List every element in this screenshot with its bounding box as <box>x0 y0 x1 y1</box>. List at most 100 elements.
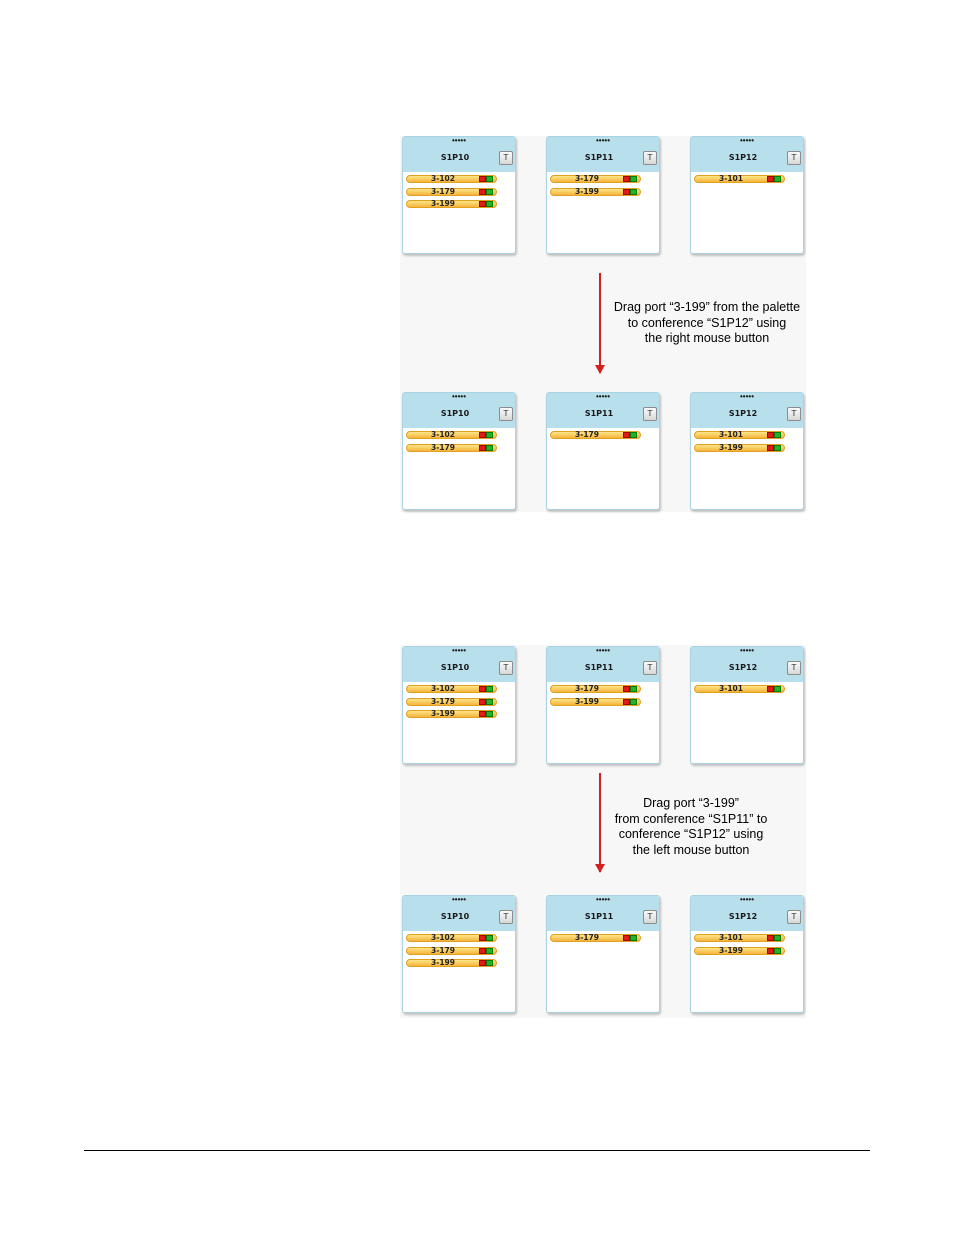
port-item[interactable]: 3-101 <box>694 685 785 693</box>
port-item[interactable]: 3-102 <box>406 431 497 439</box>
conference-header[interactable]: ••••• S1P11 T <box>547 393 659 428</box>
green-status-icon <box>630 686 637 692</box>
conference-header[interactable]: ••••• S1P12 T <box>691 393 803 428</box>
port-list: 3-179 <box>547 931 659 942</box>
port-item[interactable]: 3-102 <box>406 685 497 693</box>
t-button[interactable]: T <box>499 661 513 675</box>
port-item[interactable]: 3-102 <box>406 175 497 183</box>
red-status-icon <box>479 188 486 195</box>
drag-grip-icon[interactable]: ••••• <box>739 895 754 904</box>
drag-grip-icon[interactable]: ••••• <box>595 136 610 145</box>
conference-panel[interactable]: ••••• S1P11 T 3-179 <box>546 392 660 510</box>
t-button[interactable]: T <box>643 661 657 675</box>
port-label: 3-102 <box>431 430 455 439</box>
t-button[interactable]: T <box>643 910 657 924</box>
conference-panel[interactable]: ••••• S1P12 T 3-101 3-199 <box>690 392 804 510</box>
drag-grip-icon[interactable]: ••••• <box>595 895 610 904</box>
t-button[interactable]: T <box>643 151 657 165</box>
drag-grip-icon[interactable]: ••••• <box>739 136 754 145</box>
port-item[interactable]: 3-199 <box>406 710 497 719</box>
drag-grip-icon[interactable]: ••••• <box>451 392 466 401</box>
port-label: 3-101 <box>719 684 743 693</box>
green-status-icon <box>486 711 493 718</box>
drag-grip-icon[interactable]: ••••• <box>739 392 754 401</box>
port-label: 3-179 <box>431 696 455 706</box>
drag-grip-icon[interactable]: ••••• <box>451 895 466 904</box>
red-status-icon <box>479 711 486 718</box>
green-status-icon <box>486 176 493 182</box>
t-button[interactable]: T <box>499 151 513 165</box>
t-button[interactable]: T <box>643 407 657 421</box>
conference-title: S1P11 <box>584 409 614 418</box>
green-status-icon <box>774 935 781 941</box>
drag-grip-icon[interactable]: ••••• <box>451 136 466 145</box>
port-item[interactable]: 3-101 <box>694 175 785 183</box>
t-button[interactable]: T <box>787 151 801 165</box>
conference-title: S1P12 <box>728 663 758 672</box>
port-item[interactable]: 3-199 <box>406 199 497 209</box>
drag-grip-icon[interactable]: ••••• <box>451 646 466 655</box>
port-item[interactable]: 3-179 <box>406 946 497 955</box>
port-item[interactable]: 3-101 <box>694 431 785 439</box>
port-item[interactable]: 3-199 <box>694 443 785 452</box>
conference-title: S1P12 <box>728 153 758 162</box>
port-item[interactable]: 3-199 <box>550 697 641 706</box>
drag-grip-icon[interactable]: ••••• <box>595 392 610 401</box>
port-item[interactable]: 3-179 <box>550 685 641 693</box>
instruction-caption: Drag port “3-199”from conference “S1P11”… <box>591 796 791 858</box>
port-item[interactable]: 3-179 <box>406 187 497 196</box>
t-button[interactable]: T <box>787 407 801 421</box>
port-item[interactable]: 3-199 <box>550 187 641 196</box>
port-item[interactable]: 3-179 <box>550 431 641 439</box>
port-item[interactable]: 3-179 <box>550 934 641 942</box>
conference-title: S1P12 <box>728 409 758 418</box>
drag-grip-icon[interactable]: ••••• <box>739 646 754 655</box>
red-status-icon <box>479 947 486 954</box>
red-status-icon <box>479 444 486 451</box>
t-button[interactable]: T <box>787 661 801 675</box>
t-button[interactable]: T <box>499 910 513 924</box>
conference-header[interactable]: ••••• S1P12 T <box>691 647 803 682</box>
conference-panel[interactable]: ••••• S1P12 T 3-101 <box>690 136 804 254</box>
port-item[interactable]: 3-179 <box>550 175 641 183</box>
port-label: 3-179 <box>575 684 599 693</box>
port-item[interactable]: 3-179 <box>406 696 497 706</box>
port-item[interactable]: 3-199 <box>406 959 497 968</box>
conference-panel[interactable]: ••••• S1P12 T 3-101 <box>690 646 804 764</box>
port-label: 3-199 <box>431 199 455 209</box>
port-label: 3-179 <box>575 430 599 439</box>
port-list: 3-101 <box>691 682 803 693</box>
port-item[interactable]: 3-179 <box>406 442 497 452</box>
t-button[interactable]: T <box>499 407 513 421</box>
footer-rule <box>84 1150 870 1151</box>
port-item[interactable]: 3-102 <box>406 934 497 942</box>
port-item[interactable]: 3-199 <box>694 946 785 955</box>
port-list: 3-179 3-199 <box>547 172 659 196</box>
red-status-icon <box>479 935 486 941</box>
port-item[interactable]: 3-101 <box>694 934 785 942</box>
t-button[interactable]: T <box>787 910 801 924</box>
caption-line: the left mouse button <box>632 842 750 857</box>
conference-header[interactable]: ••••• S1P12 T <box>691 137 803 172</box>
green-status-icon <box>774 686 781 692</box>
drag-grip-icon[interactable]: ••••• <box>595 646 610 655</box>
green-status-icon <box>486 960 493 967</box>
port-label: 3-179 <box>431 442 455 452</box>
